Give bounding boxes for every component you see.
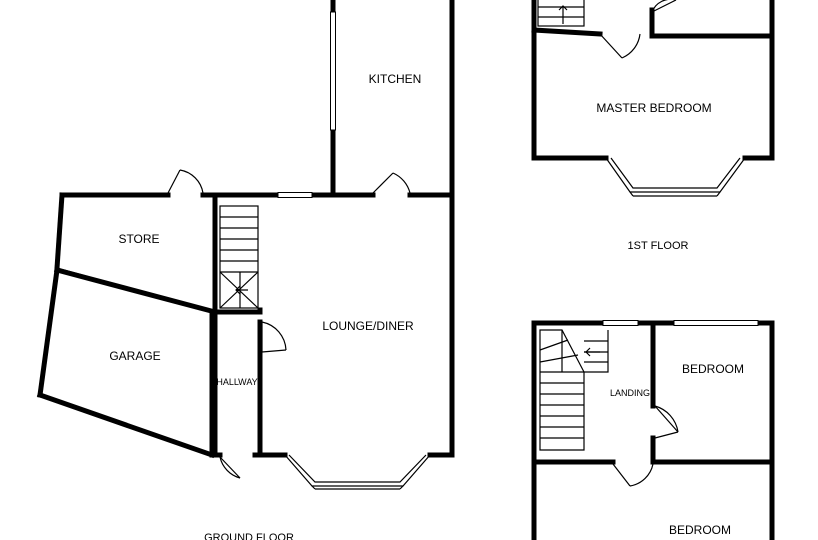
ground-staircase [219, 205, 259, 309]
hallway-front-door[interactable] [212, 452, 265, 479]
lounge-diner-label: LOUNGE/DINER [322, 319, 414, 333]
upper-floor-plan: LANDING BEDROOM BEDROOM [531, 320, 775, 540]
master-bedroom-bay-window [605, 157, 746, 197]
first-floor-walls [531, 0, 775, 161]
landing-window [602, 320, 639, 326]
kitchen-label: KITCHEN [369, 72, 422, 86]
bedroom-label-1: BEDROOM [682, 362, 744, 376]
bedroom-window [673, 320, 759, 326]
kitchen-door[interactable] [372, 172, 411, 194]
master-bedroom-door[interactable] [599, 33, 641, 59]
first-floor-plan: MASTER BEDROOM 1ST FLOOR [531, 0, 775, 252]
store-door[interactable] [167, 169, 204, 194]
lounge-top-window [277, 192, 313, 198]
master-bedroom-label: MASTER BEDROOM [596, 101, 711, 115]
garage-walls [36, 267, 216, 459]
ground-floor-plan: KITCHEN STORE GARAGE LOUNGE/DINER HALLWA… [36, 0, 455, 540]
kitchen-window [330, 11, 336, 131]
lounge-hallway-door[interactable] [261, 321, 287, 353]
store-label: STORE [118, 232, 159, 246]
garage-label: GARAGE [109, 349, 160, 363]
bedroom-bottom-door[interactable] [612, 463, 654, 487]
first-floor-label: 1ST FLOOR [628, 240, 689, 252]
hallway-label: HALLWAY [216, 377, 257, 387]
kitchen-walls [330, 0, 455, 198]
first-floor-top-stairs [537, 0, 585, 27]
store-walls [53, 192, 219, 316]
landing-label: LANDING [610, 388, 650, 398]
ground-floor-label: GROUND FLOOR [204, 532, 294, 540]
lounge-bay-window [284, 454, 431, 490]
first-floor-top-door[interactable] [651, 0, 677, 13]
bedroom-right-door[interactable] [654, 405, 679, 439]
bedroom-label-2: BEDROOM [669, 523, 731, 537]
lounge-walls [212, 192, 455, 458]
landing-staircase [539, 329, 609, 451]
upper-floor-walls [531, 320, 775, 540]
